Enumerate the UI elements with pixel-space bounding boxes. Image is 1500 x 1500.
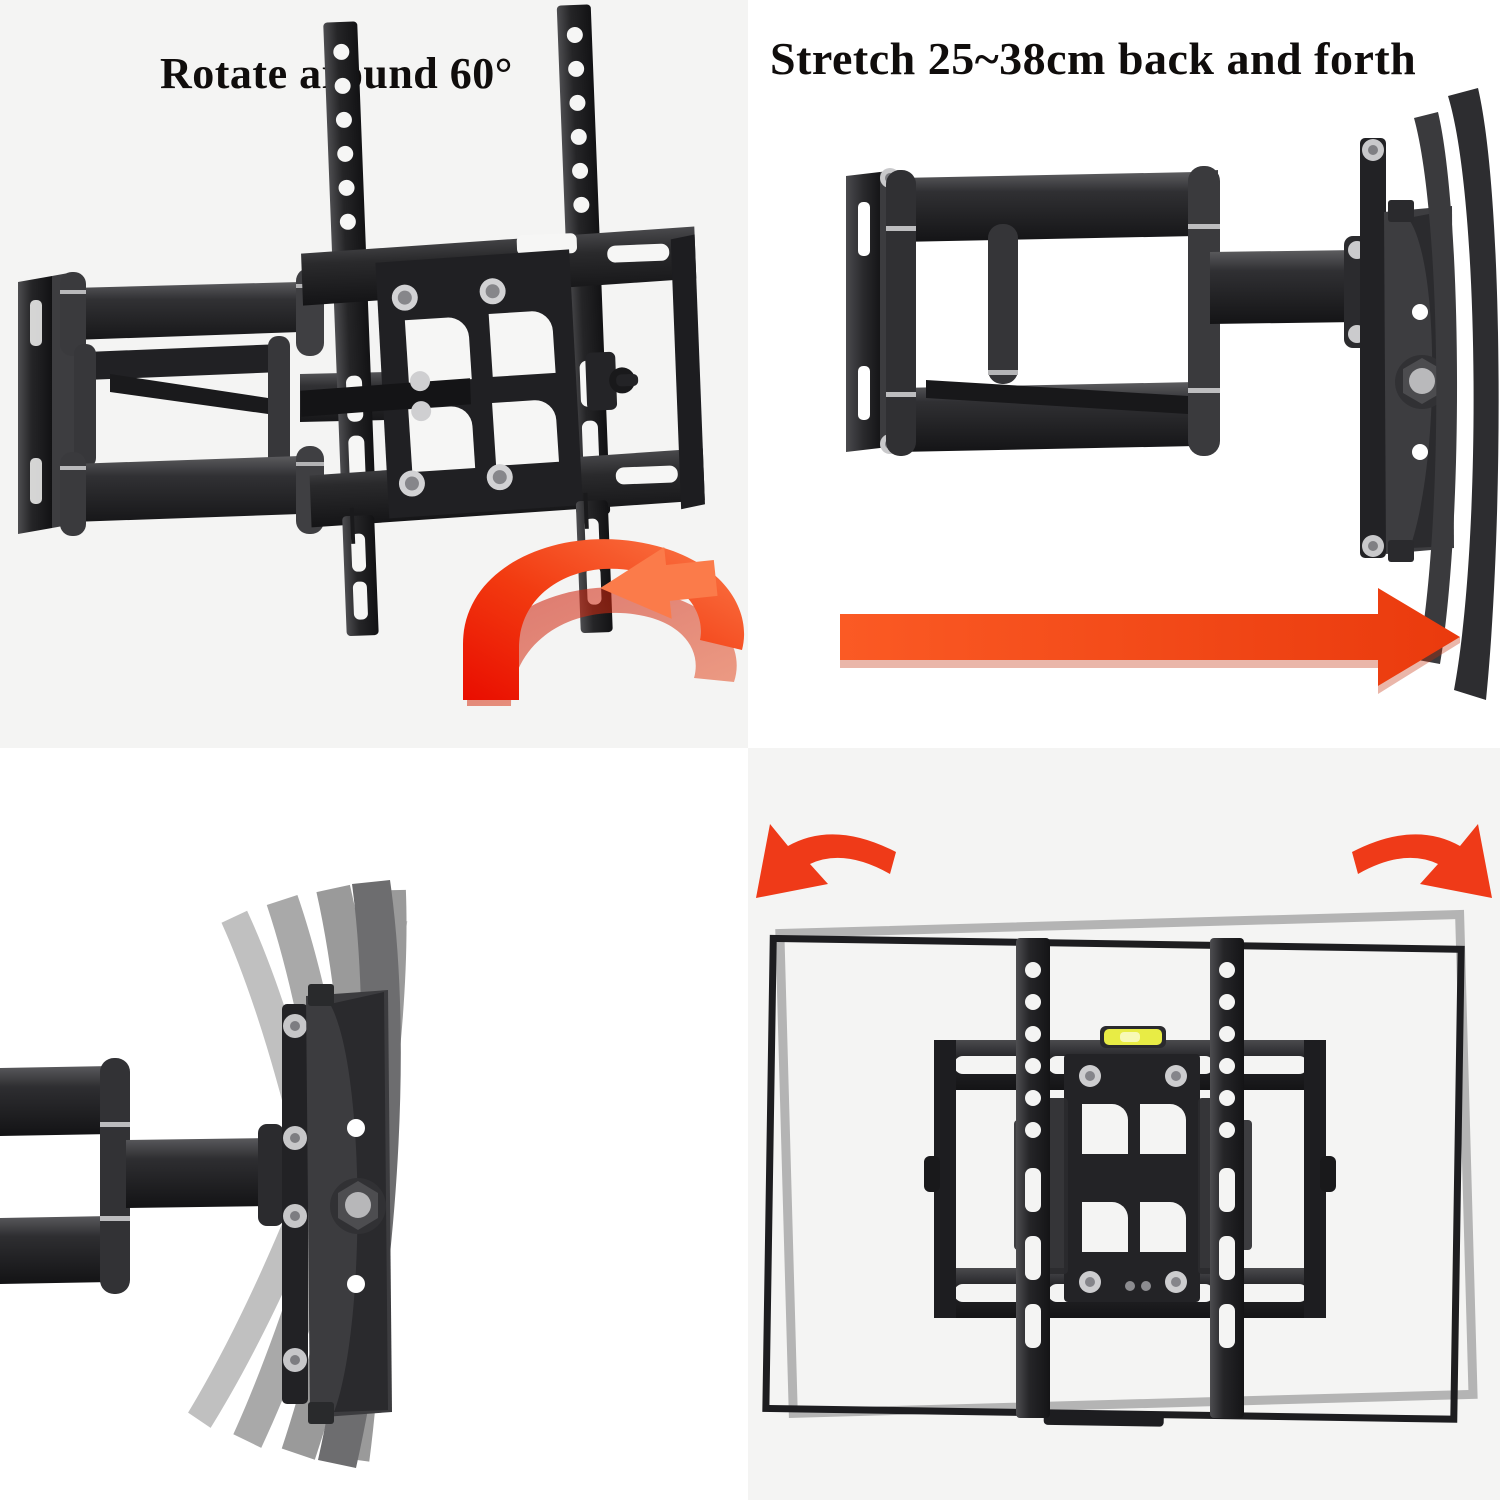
arm-upper [898, 170, 1218, 242]
rotate-illustration [18, 4, 745, 706]
tv-panel-edge [1414, 88, 1499, 700]
bracket-lock-knobs [924, 1156, 1336, 1192]
straight-extension-arrow [840, 588, 1460, 694]
bracket-left-upright [934, 1040, 956, 1318]
stretch-illustration [840, 88, 1499, 700]
vesa-rail-left [1016, 938, 1050, 1418]
pivot-post [282, 1004, 308, 1404]
hinge-barrels [886, 166, 1220, 456]
extension-arm [1210, 236, 1370, 348]
bracket-assembly [924, 938, 1336, 1418]
curved-rotation-arrow [463, 539, 745, 706]
panel-stretch-title: Stretch 25~38cm back and forth [770, 33, 1417, 84]
bracket-right-upright [1304, 1040, 1326, 1318]
tv-outline-level [762, 934, 1465, 1427]
articulating-arm [0, 1058, 284, 1294]
panel-tilt: 15°tilt adjustment [0, 748, 748, 1500]
tilt-illustration [0, 880, 408, 1468]
bubble-level [1100, 1026, 1166, 1048]
arm-lower-link [72, 454, 316, 522]
tv-outline-ghost [775, 909, 1478, 1418]
level-right-arrow [1352, 824, 1492, 898]
vesa-rail-right [1210, 938, 1244, 1418]
level-illustration [756, 824, 1492, 1427]
level-left-arrow [756, 824, 896, 898]
panel-level: 5°level fine adjustment [748, 748, 1500, 1500]
arm-brace [926, 380, 1188, 414]
plate-bolts [391, 278, 513, 497]
arm-mid-member [74, 336, 290, 468]
swivel-hex-bolt [330, 1178, 386, 1234]
panel-rotate: Rotate around 60° [0, 0, 748, 748]
vesa-side-plate [306, 984, 392, 1424]
center-mount-plate [1064, 1054, 1200, 1302]
pivot-post [1360, 138, 1386, 558]
swivel-hex-bolt [1395, 355, 1449, 409]
arm-hinge-lower [60, 446, 324, 536]
vesa-bracket [300, 4, 705, 637]
tilt-lock-knob [585, 351, 639, 411]
bracket-right-upright [670, 234, 705, 510]
arm-brace [110, 374, 268, 414]
center-mount-plate [300, 249, 583, 519]
panel-stretch: Stretch 25~38cm back and forth [748, 0, 1500, 748]
arm-upper-link [72, 280, 316, 340]
